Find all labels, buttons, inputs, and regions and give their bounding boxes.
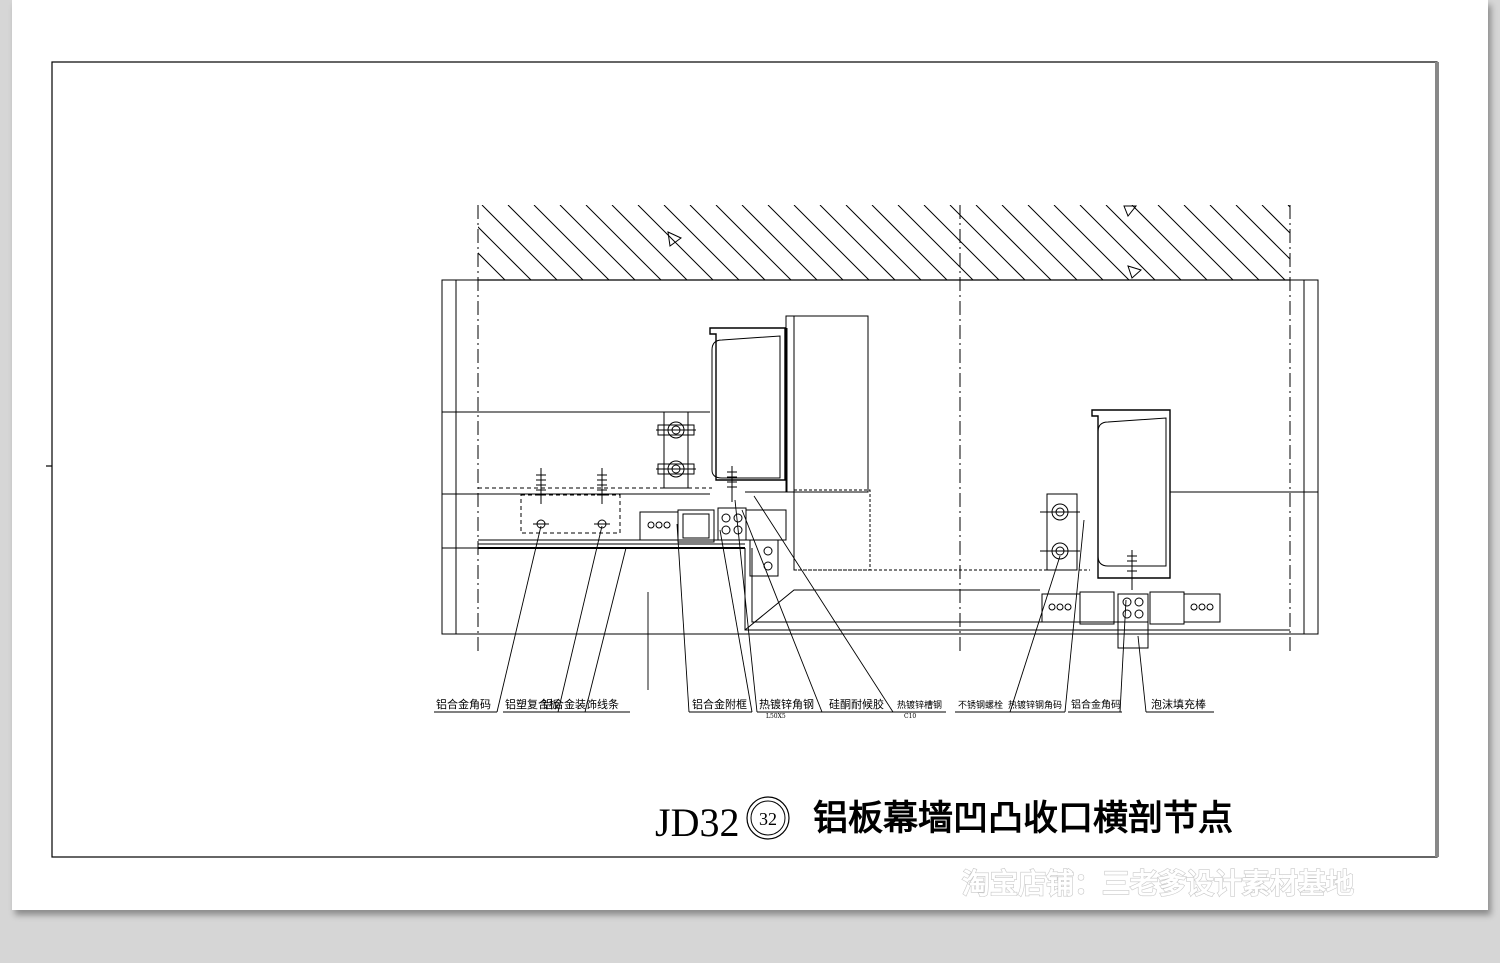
label-subframe: 铝合金附框: [692, 697, 747, 711]
hatch-line: [871, 205, 948, 280]
axis-lines: [477, 205, 1291, 655]
hatch-line: [1183, 205, 1260, 280]
hatch-line: [1001, 205, 1078, 280]
hatch-line: [1287, 205, 1290, 208]
hatch-line: [481, 205, 558, 280]
hatch-line: [1235, 205, 1290, 260]
hatch-line: [819, 205, 896, 280]
title-text: 铝板幕墙凹凸收口横剖节点: [813, 798, 1233, 839]
right-aluminum-frame: [1041, 591, 1290, 649]
title-number: 32: [759, 809, 777, 829]
left-bolt-plate: [656, 411, 696, 489]
title-number-circle: [746, 796, 790, 840]
hatch-line: [559, 205, 636, 280]
channel-steel: [709, 315, 1090, 571]
hatch-line: [585, 205, 662, 280]
leader-lines: [434, 495, 1214, 713]
hatch-line: [689, 205, 766, 280]
label-stainless-bolt: 不锈钢螺栓: [958, 699, 1003, 711]
hatch-line: [1053, 205, 1130, 280]
title-code: JD32: [655, 800, 739, 845]
hatch-line: [663, 205, 740, 280]
label-foam-rod: 泡沫填充棒: [1151, 697, 1206, 711]
label-channel-steel-spec: C10: [904, 713, 916, 720]
label-corner-bracket-left: 铝合金角码: [436, 697, 491, 711]
hatch-line: [897, 205, 974, 280]
right-channel-steel: [1091, 409, 1171, 590]
left-angle-steel: [478, 487, 745, 549]
hatch-line: [1105, 205, 1182, 280]
hatch-line: [478, 226, 532, 280]
hatch-line: [478, 252, 506, 280]
left-screws: [533, 468, 610, 529]
hatch-line: [741, 205, 818, 280]
label-composite-panel: 铝塑复合板: [505, 697, 560, 711]
label-steel-corner-bracket: 热镀锌钢角码: [1008, 699, 1062, 711]
hatch-line: [1209, 205, 1286, 280]
hatch-line: [1261, 205, 1290, 234]
hatch-line: [975, 205, 1052, 280]
drawing-frame: [46, 61, 1439, 858]
hatch-line: [507, 205, 584, 280]
hatch-line: [1079, 205, 1156, 280]
hatch-line: [1027, 205, 1104, 280]
concrete-wall: [478, 205, 1389, 281]
label-angle-steel-spec: L50X5: [766, 713, 786, 720]
label-decorative-strip: 铝合金装饰线条: [542, 697, 619, 711]
section-outline: [441, 279, 1319, 635]
hatch-line: [533, 205, 610, 280]
label-sealant: 硅酮耐候胶: [829, 697, 884, 711]
hatch-line: [1131, 205, 1208, 280]
hatch-line: [715, 205, 792, 280]
central-connector: [717, 466, 1130, 631]
label-channel-steel: 热镀锌槽钢: [897, 699, 942, 711]
hatch-line: [949, 205, 1026, 280]
drawing-sheet: [12, 0, 1488, 910]
label-angle-steel: 热镀锌角钢: [759, 697, 814, 711]
hatch-line: [1157, 205, 1234, 280]
callout-labels: 铝合金角码 铝塑复合板 铝合金装饰线条 铝合金附框 热镀锌角钢 L50X5 硅酮…: [436, 697, 1206, 720]
hatch-line: [845, 205, 922, 280]
drawing-title: JD32 32 铝板幕墙凹凸收口横剖节点: [655, 796, 1233, 845]
hatch-line: [1314, 205, 1389, 280]
hatch-line: [793, 205, 870, 280]
right-bolt-plate: [1040, 493, 1080, 571]
label-corner-bracket-right: 铝合金角码: [1071, 698, 1121, 711]
left-aluminum-frame: [639, 509, 715, 543]
hatch-line: [923, 205, 1000, 280]
hatch-line: [767, 205, 844, 280]
hatch-line: [611, 205, 688, 280]
watermark-text: 淘宝店铺：三老爹设计素材基地: [962, 867, 1354, 900]
